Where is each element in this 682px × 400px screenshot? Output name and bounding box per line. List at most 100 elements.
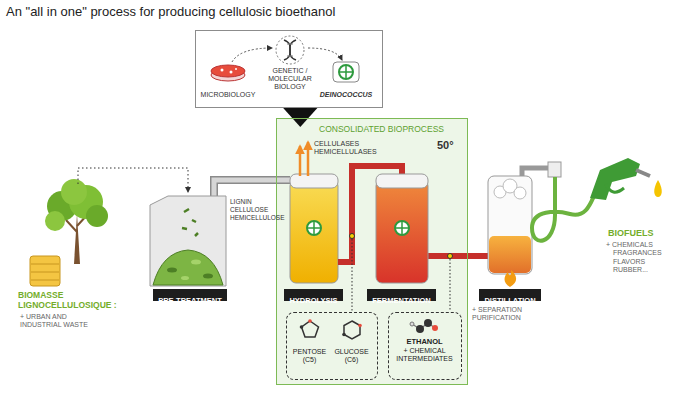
molecule-icon — [416, 325, 424, 333]
fermentation-tank — [395, 221, 409, 235]
dna-icon — [276, 36, 304, 64]
icon-caption: DEINOCOCCUS — [320, 91, 373, 99]
connector-wedge — [282, 107, 318, 127]
molecule-icon — [342, 333, 346, 337]
molecule-icon — [432, 325, 438, 331]
molecule-icon — [300, 319, 438, 339]
distillation-column — [489, 236, 531, 273]
dashed-box: ETHANOL+ CHEMICAL INTERMEDIATES — [388, 312, 462, 380]
fermentation-tank — [376, 180, 428, 283]
dna-icon — [276, 36, 342, 64]
dna-icon — [308, 48, 342, 60]
hydrolysis-tank — [307, 221, 321, 235]
microbiology-icon — [235, 68, 237, 70]
pretreatment-hopper — [214, 180, 290, 197]
fuel-nozzle — [532, 158, 662, 241]
region-box: CONSOLIDATED BIOPROCESS 50° HYDROLYSIS FERM… — [276, 118, 468, 385]
step-label: HYDROLYSIS — [284, 289, 343, 301]
pretreatment-hopper — [150, 196, 226, 286]
pretreatment-hopper — [191, 260, 201, 265]
molecule-name: GLUCOSE (C6) — [334, 348, 368, 364]
icon-caption: GENETIC / MOLECULAR BIOLOGY — [263, 67, 317, 91]
tree-illustration — [78, 168, 188, 192]
step-label: PRE-TREATMENT — [153, 289, 227, 301]
product-note: + CHEMICAL INTERMEDIATES — [396, 347, 452, 363]
icon-caption: MICROBIOLOGY — [201, 91, 256, 99]
title: An "all in one" process for producing ce… — [6, 4, 335, 20]
microbiology-icon — [211, 48, 272, 81]
tree-illustration — [45, 211, 65, 231]
step-name: DISTILLATION — [484, 295, 535, 307]
microbiology-icon — [230, 71, 233, 74]
input-label: BIOMASSE LIGNOCELLULOSIQUE : — [18, 290, 138, 310]
distillation-column — [488, 162, 561, 287]
deinococcus-icon — [333, 62, 359, 82]
fuel-nozzle — [606, 184, 624, 192]
enzyme-label: CELLULASES HEMICELLULASES — [314, 140, 377, 157]
pretreatment-hopper — [181, 276, 189, 280]
microbiology-icon — [211, 65, 245, 77]
molecule-icon — [308, 319, 312, 323]
pretreatment-hopper — [214, 180, 290, 197]
distillation-column — [514, 187, 526, 199]
fuel-nozzle — [636, 170, 650, 176]
fermentation-tank — [376, 174, 428, 188]
note: + SEPARATION PURIFICATION — [472, 306, 542, 323]
step-label: FERMENTATION — [367, 289, 436, 301]
fermentation-tank — [376, 174, 428, 283]
pretreatment-hopper — [203, 274, 213, 279]
region-fill — [276, 118, 468, 385]
distillation-column — [488, 176, 532, 274]
hydrolysis-tank — [307, 142, 310, 176]
hydrolysis-tank — [290, 142, 338, 283]
tree-illustration — [86, 205, 108, 227]
step-label: DISTILLATION — [479, 289, 541, 301]
distillation-column — [522, 168, 550, 176]
fuel-nozzle — [590, 158, 640, 200]
molecule-name: ETHANOL — [406, 338, 442, 347]
note: + CHEMICALS FRAGRANCES FLAVORS RUBBER... — [606, 241, 673, 275]
deinococcus-icon — [339, 65, 353, 79]
microbiology-icon — [221, 69, 224, 72]
leader-line — [448, 254, 453, 259]
process-pipe — [428, 253, 490, 259]
leader-line — [352, 239, 353, 311]
fuel-nozzle — [532, 177, 594, 241]
step-name: HYDROLYSIS — [289, 295, 337, 307]
output-label: BIOFUELS — [608, 228, 654, 239]
deinococcus-icon — [333, 62, 359, 82]
leader-line — [350, 234, 355, 239]
tree-illustration — [30, 256, 60, 286]
dna-icon — [284, 40, 296, 60]
step-name: PRE-TREATMENT — [158, 295, 222, 307]
dna-icon — [284, 40, 296, 60]
leader-line — [450, 259, 451, 311]
molecule-icon — [424, 319, 432, 327]
molecule-icon — [302, 321, 319, 337]
pretreatment-hopper — [167, 268, 177, 273]
fuel-nozzle — [654, 180, 662, 197]
temperature: 50° — [437, 139, 454, 152]
hydrolysis-tank — [290, 174, 338, 188]
step-name: FERMENTATION — [372, 295, 430, 307]
molecule-icon — [300, 325, 304, 329]
tree-illustration — [61, 179, 87, 205]
molecule-icon — [358, 324, 362, 328]
pretreatment-hopper — [150, 180, 290, 286]
molecule-icon — [344, 321, 360, 339]
dashed-box: PENTOSE (C5) GLUCOSE (C6) — [286, 312, 378, 380]
pretreatment-hopper — [182, 209, 198, 236]
tree-illustration — [74, 214, 80, 264]
leader-line — [350, 234, 453, 312]
distillation-column — [505, 270, 517, 287]
region-title: CONSOLIDATED BIOPROCESS — [319, 125, 444, 135]
pretreatment-hopper — [153, 250, 223, 285]
component-label: LIGNIN CELLULOSE HEMICELLULOSE — [230, 198, 285, 221]
dna-icon — [287, 44, 293, 56]
group-box: MICROBIOLOGY GENETIC / MOLECULAR BIOLOGYD… — [195, 30, 383, 108]
molecule-name: PENTOSE (C5) — [293, 348, 326, 364]
tree-illustration — [31, 264, 59, 280]
